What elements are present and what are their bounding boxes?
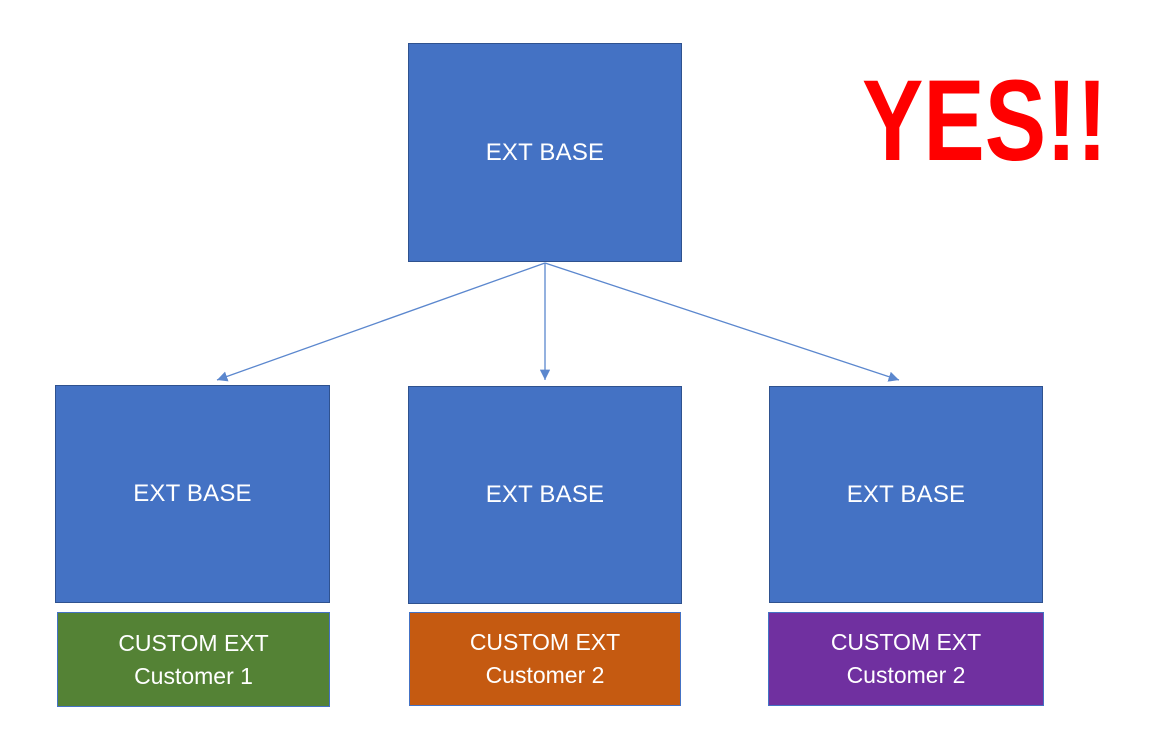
custom-ext-label-left-line2: Customer 1 — [134, 662, 253, 689]
arrow-to-left — [216, 262, 546, 382]
ext-base-box-left: EXT BASE — [55, 385, 330, 603]
custom-ext-label-middle-line2: Customer 2 — [485, 662, 605, 688]
arrow-to-right — [544, 262, 900, 382]
custom-ext-label-middle-line1: CUSTOM EXT — [469, 629, 621, 655]
ext-base-box-right: EXT BASE — [769, 386, 1043, 603]
custom-ext-box-right: CUSTOM EXT Customer 2 — [768, 612, 1044, 706]
root-ext-base-box: EXT BASE — [408, 43, 682, 262]
ext-base-label-left: EXT BASE — [133, 480, 252, 507]
yes-annotation: YES!! — [862, 57, 1108, 185]
ext-base-label-right: EXT BASE — [846, 480, 966, 508]
custom-ext-label-left-line1: CUSTOM EXT — [118, 629, 269, 656]
root-ext-base-label: EXT BASE — [485, 138, 605, 166]
ext-base-box-middle: EXT BASE — [408, 386, 682, 604]
custom-ext-box-left: CUSTOM EXT Customer 1 — [57, 612, 330, 707]
ext-base-label-middle: EXT BASE — [485, 481, 605, 508]
custom-ext-box-middle: CUSTOM EXT Customer 2 — [409, 612, 681, 706]
custom-ext-label-right-line2: Customer 2 — [846, 662, 966, 688]
custom-ext-label-right-line1: CUSTOM EXT — [830, 629, 982, 655]
